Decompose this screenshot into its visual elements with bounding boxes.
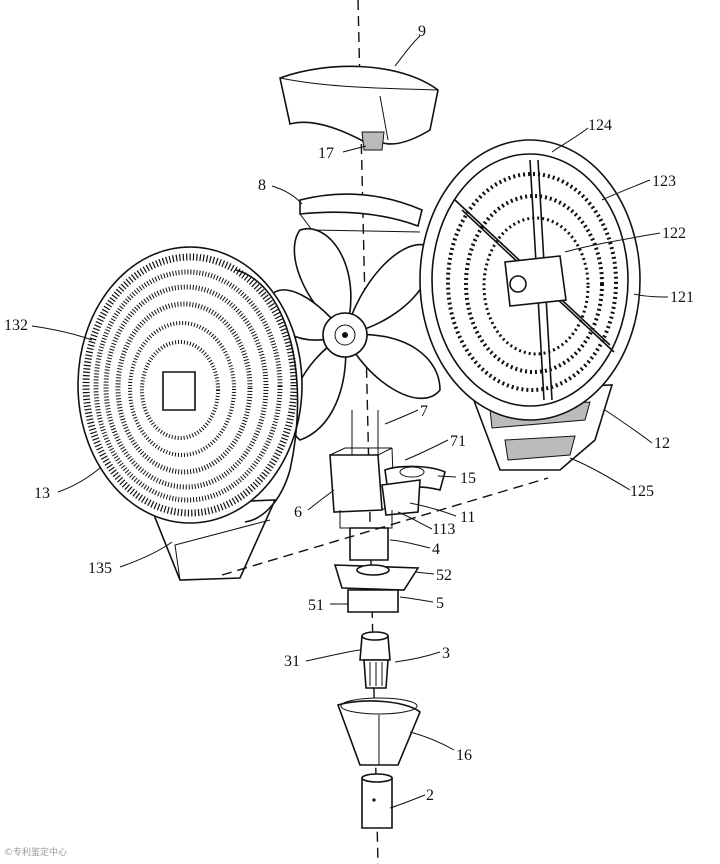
part-8-rear-clip — [299, 193, 423, 233]
label-3: 3 — [442, 645, 450, 662]
label-121: 121 — [670, 289, 694, 306]
part-2-pole — [361, 773, 393, 829]
label-11: 11 — [460, 509, 475, 526]
label-132: 132 — [4, 317, 28, 334]
part-4-neck-tube — [349, 410, 389, 561]
label-8: 8 — [258, 177, 266, 194]
label-12: 12 — [654, 435, 670, 452]
label-113: 113 — [432, 521, 455, 538]
label-124: 124 — [588, 117, 612, 134]
part-16-cone — [336, 697, 421, 766]
label-122: 122 — [662, 225, 686, 242]
label-7: 7 — [420, 403, 428, 420]
part-5-collar — [333, 564, 420, 613]
leader-lines — [31, 35, 669, 809]
label-6: 6 — [294, 504, 302, 521]
part-13-front-grille — [77, 246, 303, 581]
label-125: 125 — [630, 483, 654, 500]
label-51: 51 — [308, 597, 324, 614]
part-12-rear-grille — [419, 139, 641, 471]
label-5: 5 — [436, 595, 444, 612]
label-52: 52 — [436, 567, 452, 584]
label-2: 2 — [426, 787, 434, 804]
label-17: 17 — [318, 145, 334, 162]
label-71: 71 — [450, 433, 466, 450]
label-123: 123 — [652, 173, 676, 190]
label-9: 9 — [418, 23, 426, 40]
part-7-fan-blade — [267, 227, 441, 441]
part-9-top-cover — [279, 65, 439, 151]
label-4: 4 — [432, 541, 440, 558]
label-13: 13 — [34, 485, 50, 502]
label-15: 15 — [460, 470, 476, 487]
label-31: 31 — [284, 653, 300, 670]
part-6-motor-head — [329, 447, 446, 529]
watermark: ©专利鉴定中心 — [4, 848, 68, 858]
label-135: 135 — [88, 560, 112, 577]
label-16: 16 — [456, 747, 472, 764]
assembly-guide-line — [221, 477, 549, 576]
part-3-connector — [359, 631, 391, 689]
